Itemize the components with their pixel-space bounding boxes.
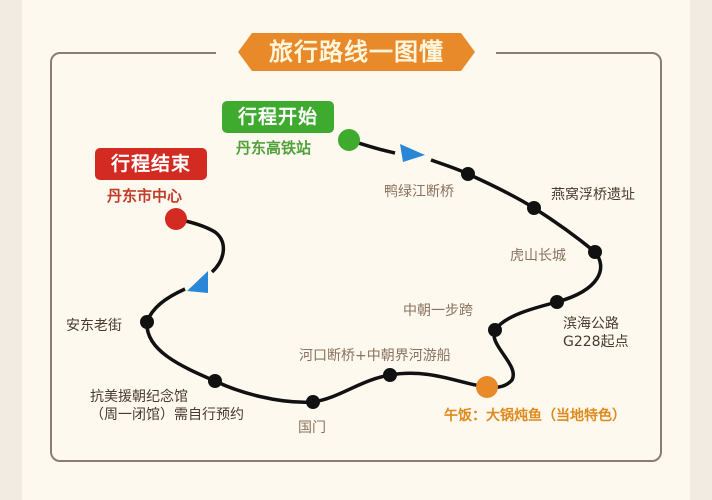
start-marker-icon xyxy=(338,129,360,151)
end-tag: 行程结束 xyxy=(95,148,207,180)
route-segment xyxy=(175,217,225,274)
stop-label-hushan-wall: 虎山长城 xyxy=(510,248,566,264)
stop-label-hekou: 河口断桥+中朝界河游船 xyxy=(299,348,451,364)
stop-dot-icon xyxy=(588,245,602,259)
stop-label-yalu-bridge: 鸭绿江断桥 xyxy=(384,184,454,200)
stop-label-coastal-road: 滨海公路 G228起点 xyxy=(563,315,629,351)
direction-arrow-icon xyxy=(187,271,208,293)
page-background xyxy=(22,0,690,500)
stop-dot-icon xyxy=(461,167,475,181)
start-tag: 行程开始 xyxy=(222,101,334,133)
stop-label-lunch: 午饭：大锅炖鱼（当地特色） xyxy=(444,408,626,424)
title-banner-shape xyxy=(238,33,475,71)
stop-label-memorial: 抗美援朝纪念馆 （周一闭馆）需自行预约 xyxy=(90,388,244,424)
stop-label-andong-street: 安东老街 xyxy=(66,318,122,334)
stop-label-line: 抗美援朝纪念馆 xyxy=(90,389,188,405)
stop-label-line: （周一闭馆）需自行预约 xyxy=(90,407,244,423)
stop-label-line: G228起点 xyxy=(563,334,629,350)
stop-dot-icon xyxy=(527,201,541,215)
stop-label-line: 滨海公路 xyxy=(563,316,619,332)
route-segment xyxy=(145,158,603,404)
end-place: 丹东市中心 xyxy=(107,187,183,205)
lunch-marker-icon xyxy=(476,376,498,398)
stop-dot-icon xyxy=(306,395,320,409)
page-title: 旅行路线一图懂 xyxy=(269,38,444,66)
start-place: 丹东高铁站 xyxy=(236,139,312,157)
stop-dot-icon xyxy=(383,368,397,382)
stop-label-one-step: 中朝一步跨 xyxy=(403,303,473,319)
stop-dot-icon xyxy=(140,315,154,329)
direction-arrow-icon xyxy=(400,144,425,162)
stop-dot-icon xyxy=(488,323,502,337)
title-banner: 旅行路线一图懂 xyxy=(238,33,475,71)
end-marker-icon xyxy=(165,208,187,230)
stop-dot-icon xyxy=(550,295,564,309)
stop-label-yanwo-bridge: 燕窝浮桥遗址 xyxy=(551,187,635,203)
stop-label-guomen: 国门 xyxy=(298,420,326,436)
stop-dot-icon xyxy=(208,374,222,388)
